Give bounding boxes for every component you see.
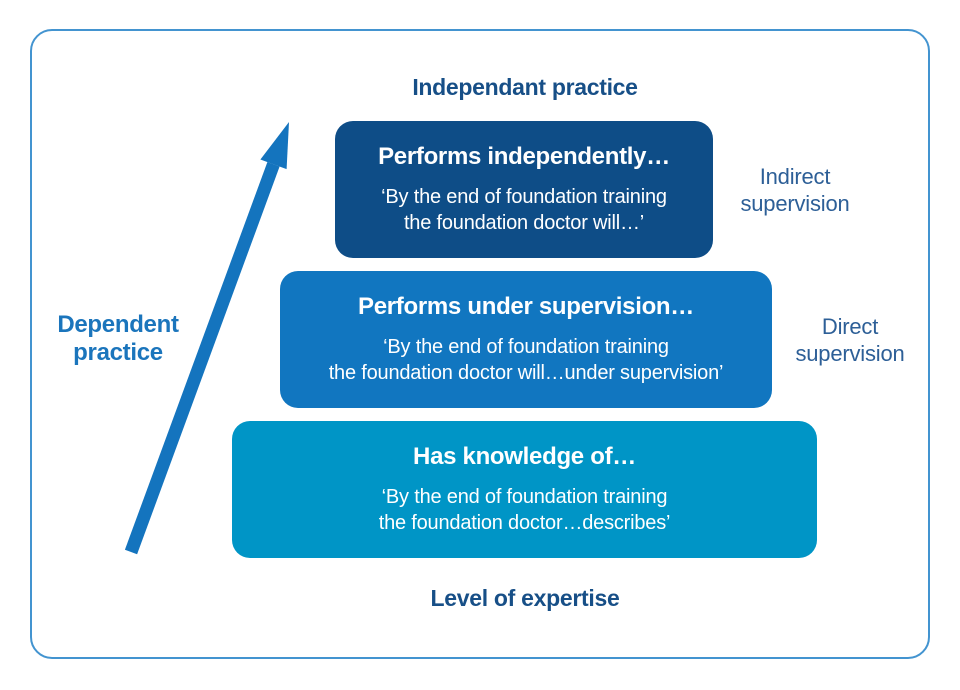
level-heading: Has knowledge of… bbox=[413, 443, 636, 470]
diagram-border bbox=[30, 29, 930, 659]
level-heading: Performs under supervision… bbox=[358, 293, 694, 320]
side-label-line1: Direct bbox=[821, 314, 879, 339]
side-label-line2: supervision bbox=[740, 191, 850, 216]
side-label-direct-supervision: Direct supervision bbox=[765, 313, 935, 367]
level-heading: Performs independently… bbox=[378, 143, 670, 170]
level-box-has-knowledge-of: Has knowledge of… ‘By the end of foundat… bbox=[232, 421, 817, 558]
side-label-line1: Indirect bbox=[759, 164, 831, 189]
level-quote-line: the foundation doctor will…’ bbox=[403, 212, 645, 234]
level-quote-line: the foundation doctor…describes’ bbox=[378, 512, 671, 534]
level-box-performs-under-supervision: Performs under supervision… ‘By the end … bbox=[280, 271, 772, 408]
left-label-line1: Dependent bbox=[57, 311, 179, 338]
level-box-performs-independently: Performs independently… ‘By the end of f… bbox=[335, 121, 713, 258]
level-quote-line: the foundation doctor will…under supervi… bbox=[328, 362, 724, 384]
bottom-label-level-of-expertise: Level of expertise bbox=[430, 585, 620, 611]
level-quote-line: ‘By the end of foundation training bbox=[381, 186, 667, 208]
level-quote-line: ‘By the end of foundation training bbox=[383, 336, 669, 358]
title-independent-practice: Independant practice bbox=[412, 74, 638, 100]
left-label-line2: practice bbox=[73, 339, 163, 366]
side-label-line2: supervision bbox=[795, 341, 905, 366]
left-label-dependent-practice: Dependent practice bbox=[38, 311, 198, 367]
level-quote-line: ‘By the end of foundation training bbox=[381, 486, 668, 508]
side-label-indirect-supervision: Indirect supervision bbox=[710, 163, 880, 217]
